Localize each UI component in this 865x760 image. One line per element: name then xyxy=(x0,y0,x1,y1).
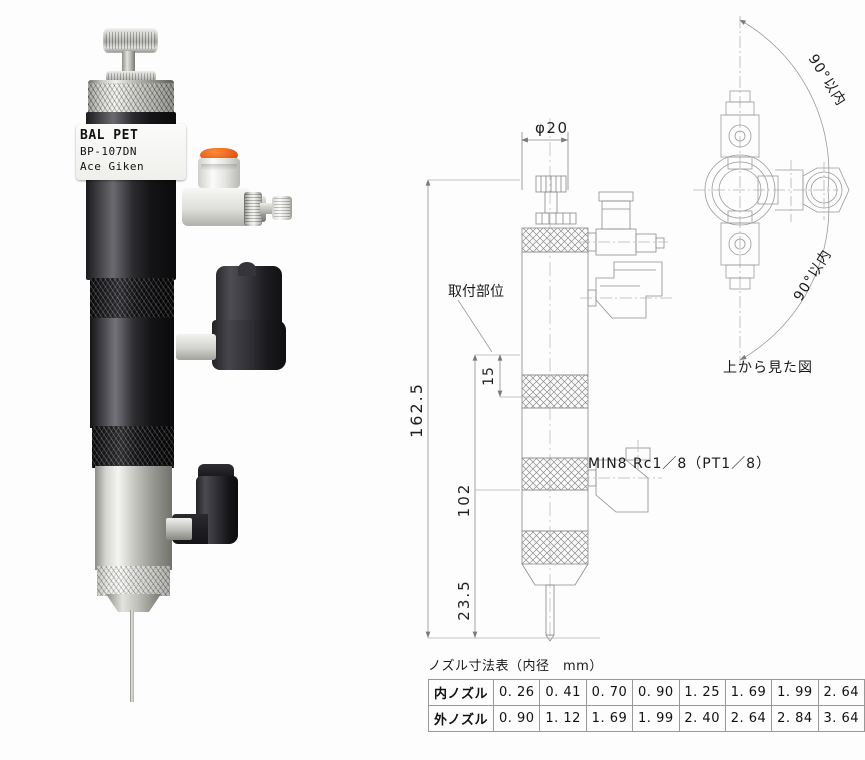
row-header: 外ノズル xyxy=(427,705,495,732)
dispensing-needle xyxy=(130,610,134,702)
table-cell: 2. 64 xyxy=(724,705,773,732)
nozzle-table: 内ノズル 0. 26 0. 41 0. 70 0. 90 1. 25 1. 69… xyxy=(427,679,865,732)
lower-elbow-nut xyxy=(166,518,192,540)
upper-knurled-collar xyxy=(88,80,174,115)
table-cell: 1. 12 xyxy=(539,705,587,732)
angle-note-lower: 90°以内 xyxy=(791,247,835,305)
white-pushfit-body xyxy=(198,158,240,188)
label-maker: Ace Giken xyxy=(80,160,145,173)
table-cell: 2. 40 xyxy=(678,705,726,732)
lower-knurled-ring xyxy=(92,426,174,468)
table-cell: 0. 26 xyxy=(493,679,541,706)
upper-elbow-nut xyxy=(176,334,216,360)
needle-valve-end-cap xyxy=(272,196,292,220)
dim-mount-label: 15 xyxy=(481,366,497,386)
table-cell: 1. 25 xyxy=(678,679,726,706)
dim-bottom-label: 23.5 xyxy=(455,579,473,620)
table-row: 外ノズル 0. 90 1. 12 1. 69 1. 99 2. 40 2. 64… xyxy=(427,705,865,732)
needle-valve-stem xyxy=(260,203,274,214)
adjustment-knob xyxy=(103,28,158,53)
product-label: BAL PET BP-107DN Ace Giken xyxy=(76,124,186,180)
knob-stem xyxy=(122,51,135,75)
label-model: BP-107DN xyxy=(80,145,137,158)
table-cell: 3. 64 xyxy=(817,705,865,732)
dim-overall-label: 162.5 xyxy=(407,382,426,438)
dim-mid-label: 102 xyxy=(455,483,473,518)
angle-note-upper: 90°以内 xyxy=(805,52,849,110)
diameter-label: φ20 xyxy=(535,119,568,137)
port-note-label: MIN8 Rc1／8（PT1／8） xyxy=(588,456,771,472)
dimension-lines xyxy=(425,179,600,639)
technical-drawing: φ20 162.5 102 23.5 15 取付部位 MIN8 Rc1／8（PT… xyxy=(400,0,865,760)
upper-elbow-body xyxy=(212,320,286,370)
table-row: 内ノズル 0. 26 0. 41 0. 70 0. 90 1. 25 1. 69… xyxy=(427,679,865,706)
barrel-knurled-end xyxy=(97,566,170,596)
nozzle-table-caption: ノズル寸法表（内径 mm） xyxy=(428,659,603,674)
top-view-caption: 上から見た図 xyxy=(723,360,813,376)
top-view: 90°以内 90°以内 上から見た図 xyxy=(693,16,850,376)
front-view xyxy=(521,118,589,642)
table-cell: 1. 99 xyxy=(632,705,680,732)
mount-note-label: 取付部位 xyxy=(448,284,504,300)
lower-elbow-top xyxy=(198,464,234,478)
nozzle-table-wrap: ノズル寸法表（内径 mm） 内ノズル 0. 26 0. 41 0. 70 0. … xyxy=(427,655,865,732)
needle-valve-knob xyxy=(244,192,262,226)
front-view-fittings xyxy=(578,191,672,513)
label-brand: BAL PET xyxy=(80,128,139,143)
upper-elbow-cap xyxy=(216,262,282,328)
barrel-taper xyxy=(106,594,161,612)
product-photo: BAL PET BP-107DN Ace Giken xyxy=(0,0,400,760)
table-cell: 1. 69 xyxy=(724,679,773,706)
drawing-svg: φ20 162.5 102 23.5 15 取付部位 MIN8 Rc1／8（PT… xyxy=(407,16,850,642)
white-valve-body xyxy=(182,188,250,226)
table-cell: 0. 90 xyxy=(493,705,541,732)
knob-flange xyxy=(106,71,156,82)
table-cell: 0. 70 xyxy=(585,679,634,706)
mid-knurled-ring xyxy=(90,278,174,322)
table-cell: 1. 99 xyxy=(771,679,819,706)
table-cell: 0. 90 xyxy=(632,679,680,706)
row-header: 内ノズル xyxy=(427,679,495,706)
table-cell: 2. 64 xyxy=(817,679,865,706)
table-cell: 2. 84 xyxy=(771,705,819,732)
mid-black-body xyxy=(90,318,174,428)
silver-barrel xyxy=(95,466,172,570)
table-cell: 0. 41 xyxy=(539,679,587,706)
table-cell: 1. 69 xyxy=(585,705,634,732)
